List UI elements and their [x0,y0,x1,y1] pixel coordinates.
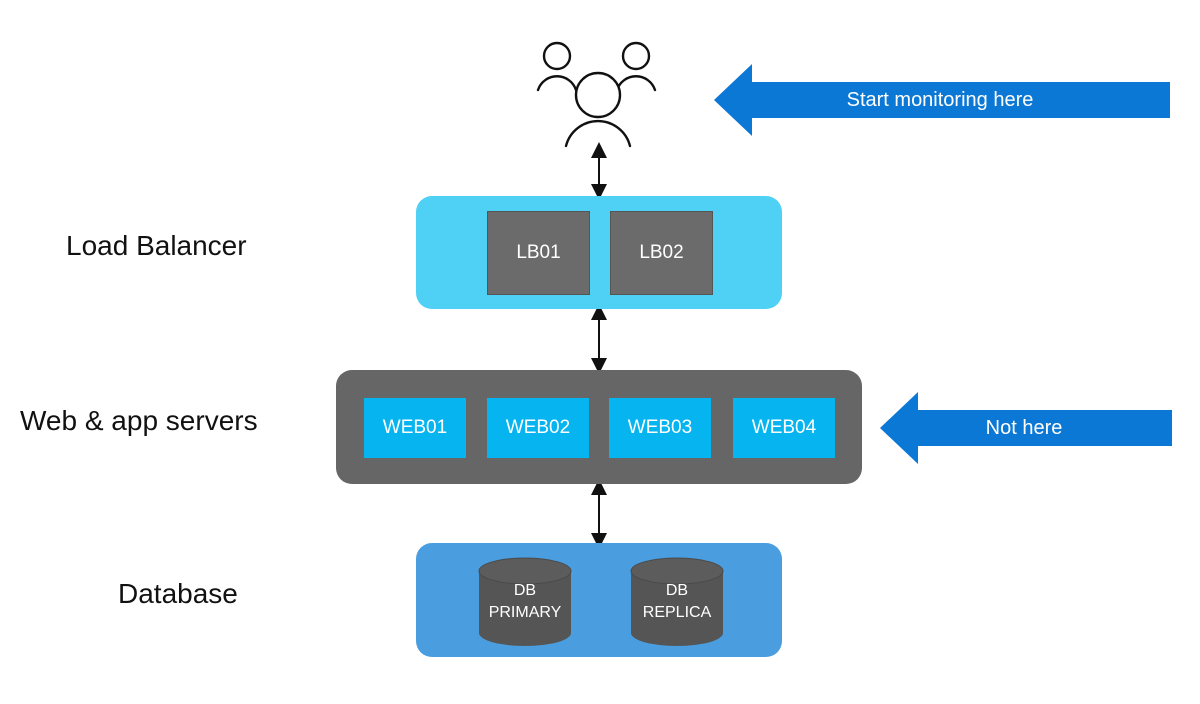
web03-node: WEB03 [609,398,711,458]
db-replica-cylinder [630,557,724,646]
lb01-node: LB01 [487,211,590,295]
load-balancer-label: Load Balancer [66,230,247,261]
web-tier-label: Web & app servers [20,405,258,436]
db-primary-line2: PRIMARY [488,604,562,621]
lb02-node: LB02 [610,211,713,295]
db-primary-line1: DB [513,582,537,599]
db-primary-label: DB PRIMARY [478,580,572,624]
web01-node: WEB01 [364,398,466,458]
load-balancer-panel [416,196,782,309]
db-replica-label: DB REPLICA [630,580,724,624]
db-replica-line2: REPLICA [642,604,712,621]
web02-node: WEB02 [487,398,589,458]
start-monitoring-arrow [714,64,1170,136]
db-primary-cylinder [478,557,572,646]
users-icon [536,41,657,148]
not-here-arrow [880,392,1172,464]
not-here-label: Not here [985,416,1063,439]
db-replica-line1: DB [665,582,689,599]
database-label: Database [118,578,238,609]
web04-node: WEB04 [733,398,835,458]
database-panel [416,543,782,657]
start-monitoring-label: Start monitoring here [846,88,1034,111]
